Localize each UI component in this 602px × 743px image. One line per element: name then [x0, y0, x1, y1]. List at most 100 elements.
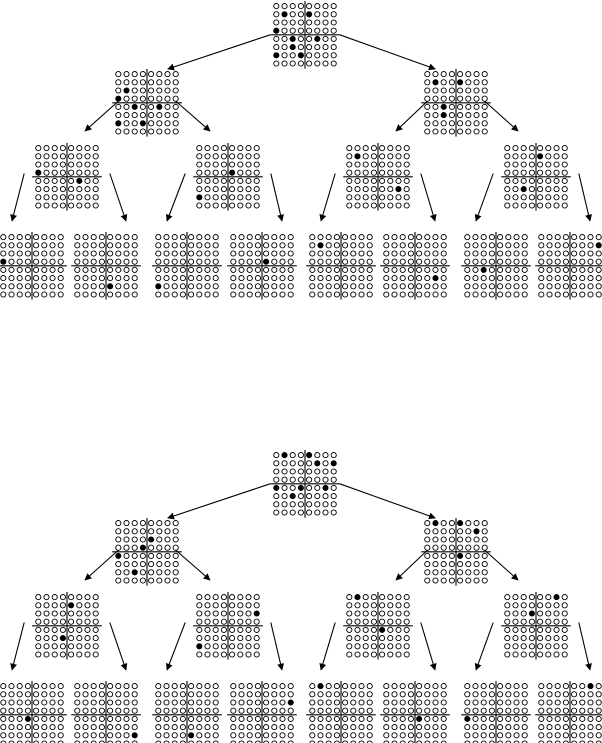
empty-dot	[383, 283, 390, 290]
empty-dot	[497, 707, 504, 714]
empty-dot	[481, 95, 488, 102]
empty-dot	[497, 699, 504, 706]
empty-dot	[481, 536, 488, 543]
empty-dot	[164, 561, 171, 568]
empty-dot	[92, 626, 99, 633]
empty-dot	[571, 724, 578, 731]
filled-dot	[139, 544, 146, 551]
empty-dot	[84, 618, 91, 625]
empty-dot	[82, 291, 89, 298]
empty-dot	[220, 202, 227, 209]
empty-dot	[407, 707, 414, 714]
empty-dot	[33, 740, 40, 743]
empty-dot	[131, 683, 138, 690]
empty-dot	[383, 266, 390, 273]
empty-dot	[123, 520, 130, 527]
empty-dot	[204, 602, 211, 609]
empty-dot	[505, 707, 512, 714]
filled-dot	[457, 552, 464, 559]
empty-dot	[33, 283, 40, 290]
empty-dot	[107, 275, 114, 282]
empty-dot	[480, 707, 487, 714]
empty-dot	[473, 103, 480, 110]
empty-dot	[281, 3, 288, 10]
empty-dot	[82, 250, 89, 257]
empty-dot	[333, 234, 340, 241]
empty-dot	[322, 493, 329, 500]
filled-dot	[131, 569, 138, 576]
empty-dot	[148, 552, 155, 559]
empty-dot	[528, 194, 535, 201]
empty-dot	[196, 283, 203, 290]
empty-dot	[164, 544, 171, 551]
filled-dot	[0, 258, 7, 265]
empty-dot	[287, 732, 294, 739]
empty-dot	[333, 683, 340, 690]
filled-dot	[188, 732, 195, 739]
empty-dot	[440, 71, 447, 78]
empty-dot	[366, 707, 373, 714]
empty-dot	[172, 536, 179, 543]
empty-dot	[370, 177, 377, 184]
empty-dot	[179, 250, 186, 257]
empty-dot	[155, 266, 162, 273]
empty-dot	[35, 602, 42, 609]
empty-dot	[245, 618, 252, 625]
empty-dot	[196, 145, 203, 152]
empty-dot	[464, 234, 471, 241]
empty-dot	[403, 153, 410, 160]
empty-dot	[322, 3, 329, 10]
empty-dot	[440, 561, 447, 568]
empty-dot	[362, 153, 369, 160]
empty-dot	[246, 275, 253, 282]
empty-dot	[314, 60, 321, 67]
empty-dot	[24, 724, 31, 731]
empty-dot	[448, 112, 455, 119]
empty-dot	[545, 626, 552, 633]
empty-dot	[571, 291, 578, 298]
empty-dot	[84, 145, 91, 152]
empty-dot	[33, 275, 40, 282]
empty-dot	[537, 618, 544, 625]
empty-dot	[370, 651, 377, 658]
empty-dot	[98, 707, 105, 714]
filled-dot	[289, 35, 296, 42]
empty-dot	[253, 635, 260, 642]
empty-dot	[90, 724, 97, 731]
empty-dot	[545, 145, 552, 152]
empty-dot	[346, 177, 353, 184]
empty-dot	[43, 186, 50, 193]
empty-dot	[538, 283, 545, 290]
empty-dot	[553, 626, 560, 633]
empty-dot	[383, 258, 390, 265]
empty-dot	[74, 258, 81, 265]
empty-dot	[314, 3, 321, 10]
empty-dot	[59, 145, 66, 152]
empty-dot	[172, 95, 179, 102]
empty-dot	[163, 234, 170, 241]
empty-dot	[448, 561, 455, 568]
empty-dot	[440, 242, 447, 249]
empty-dot	[528, 594, 535, 601]
empty-dot	[179, 258, 186, 265]
empty-dot	[333, 715, 340, 722]
empty-dot	[163, 683, 170, 690]
empty-dot	[562, 250, 569, 257]
empty-dot	[253, 202, 260, 209]
empty-dot	[90, 266, 97, 273]
empty-dot	[416, 275, 423, 282]
empty-dot	[204, 707, 211, 714]
empty-dot	[424, 552, 431, 559]
empty-dot	[123, 283, 130, 290]
empty-dot	[90, 715, 97, 722]
empty-dot	[68, 161, 75, 168]
empty-dot	[317, 699, 324, 706]
empty-dot	[76, 594, 83, 601]
empty-dot	[440, 544, 447, 551]
empty-dot	[24, 683, 31, 690]
empty-dot	[399, 266, 406, 273]
filled-dot	[520, 186, 527, 193]
empty-dot	[505, 283, 512, 290]
empty-dot	[309, 715, 316, 722]
